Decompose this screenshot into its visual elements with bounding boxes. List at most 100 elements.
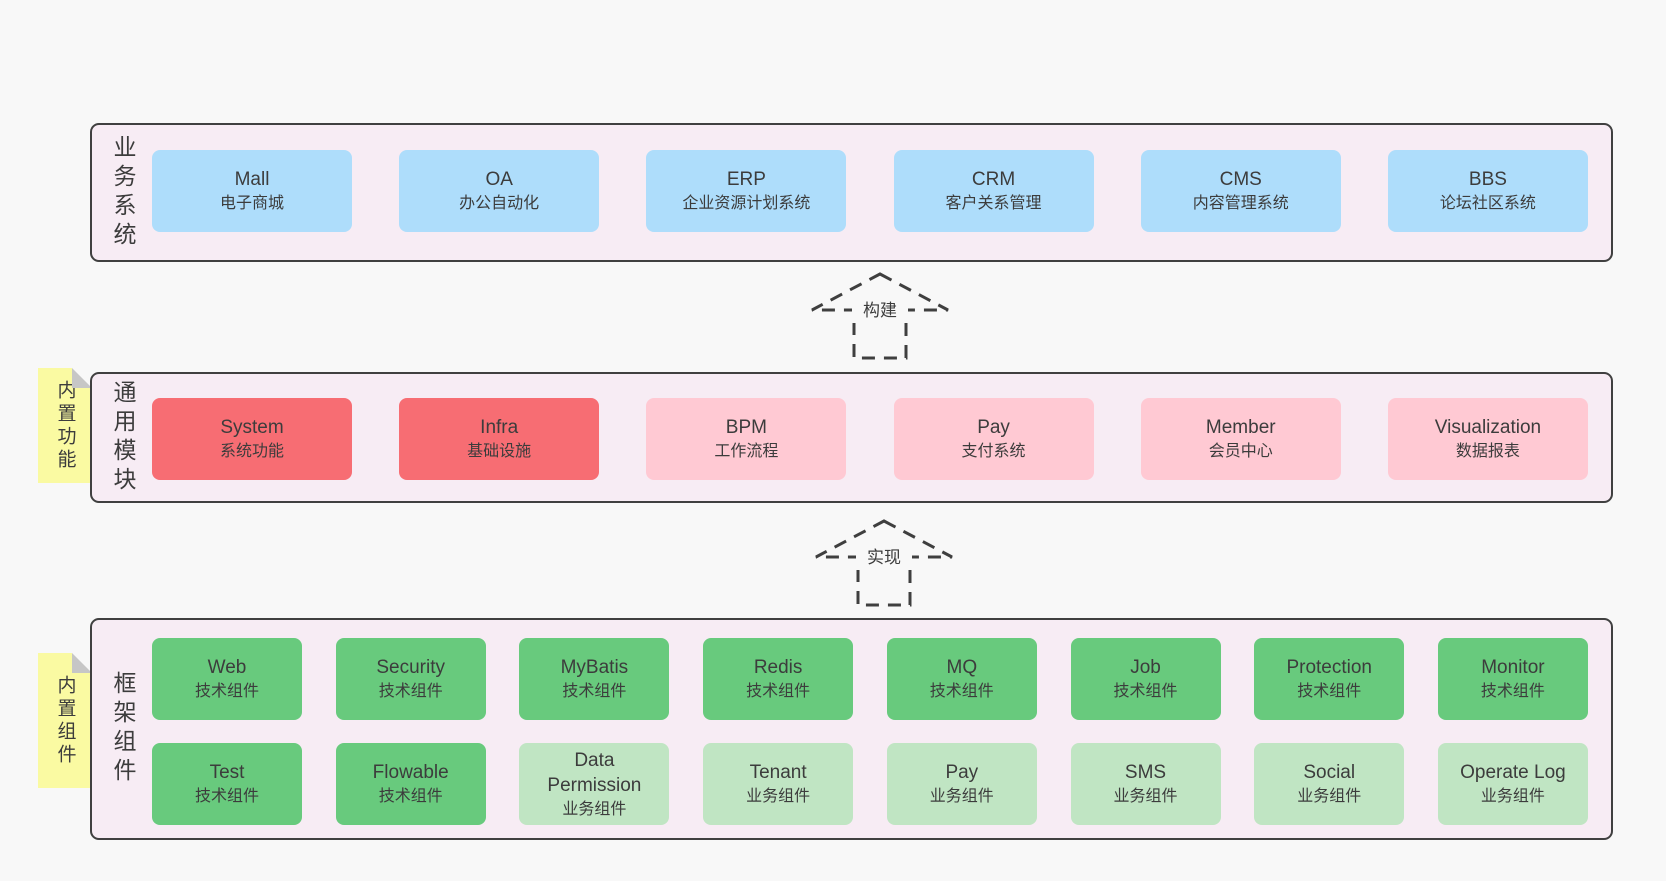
box-data-permission: Data Permission 业务组件 xyxy=(519,743,670,825)
box-subtitle: 客户关系管理 xyxy=(945,195,1042,213)
box-subtitle: 论坛社区系统 xyxy=(1439,195,1536,213)
box-title: Visualization xyxy=(1434,417,1542,439)
box-subtitle: 技术组件 xyxy=(1480,683,1545,701)
box-subtitle: 支付系统 xyxy=(961,443,1026,461)
box-subtitle: 技术组件 xyxy=(746,683,811,701)
panel-label-framework-components: 框架组件 xyxy=(110,671,136,787)
box-subtitle: 技术组件 xyxy=(1113,683,1178,701)
box-cms: CMS 内容管理系统 xyxy=(1140,150,1341,232)
sticky-note-text: 内置功能 xyxy=(54,379,76,472)
box-pay-component: Pay 业务组件 xyxy=(886,743,1037,825)
box-subtitle: 电子商城 xyxy=(219,195,284,213)
box-title: Mall xyxy=(234,169,270,191)
box-title: BBS xyxy=(1468,169,1507,191)
sticky-note-text: 内置组件 xyxy=(54,674,76,767)
box-subtitle: 技术组件 xyxy=(562,683,627,701)
box-title: MQ xyxy=(946,657,978,679)
common-modules-row: System 系统功能 Infra 基础设施 BPM 工作流程 Pay 支付系统… xyxy=(152,398,1588,480)
folded-corner-icon xyxy=(72,368,92,388)
box-subtitle: 业务组件 xyxy=(929,788,994,806)
box-monitor: Monitor 技术组件 xyxy=(1437,638,1588,720)
box-title: Infra xyxy=(480,417,519,439)
arrow-implement-label-bg xyxy=(856,542,912,570)
box-title: CRM xyxy=(971,169,1016,191)
box-title: Pay xyxy=(945,762,979,784)
box-tenant: Tenant 业务组件 xyxy=(703,743,854,825)
box-subtitle: 技术组件 xyxy=(1297,683,1362,701)
box-mybatis: MyBatis 技术组件 xyxy=(519,638,670,720)
box-title: Protection xyxy=(1286,657,1372,679)
box-subtitle: 系统功能 xyxy=(219,443,284,461)
box-web: Web 技术组件 xyxy=(152,638,302,720)
arrow-build-label-bg xyxy=(852,295,908,323)
framework-components-row-2: Test 技术组件 Flowable 技术组件 Data Permission … xyxy=(152,743,1588,825)
box-erp: ERP 企业资源计划系统 xyxy=(646,150,847,232)
box-pay-system: Pay 支付系统 xyxy=(893,398,1094,480)
box-social: Social 业务组件 xyxy=(1254,743,1405,825)
box-title: Tenant xyxy=(749,762,807,784)
panel-business-systems: 业务系统 Mall 电子商城 OA 办公自动化 ERP 企业资源计划系统 CRM… xyxy=(90,123,1613,262)
box-subtitle: 业务组件 xyxy=(1113,788,1178,806)
box-title: CMS xyxy=(1219,169,1262,191)
panel-framework-components: 框架组件 Web 技术组件 Security 技术组件 MyBatis 技术组件… xyxy=(90,618,1613,840)
folded-corner-icon xyxy=(72,653,92,673)
box-subtitle: 会员中心 xyxy=(1208,443,1273,461)
box-subtitle: 数据报表 xyxy=(1455,443,1520,461)
arrow-implement-icon: 实现 xyxy=(815,519,953,607)
box-job: Job 技术组件 xyxy=(1070,638,1221,720)
box-visualization: Visualization 数据报表 xyxy=(1387,398,1588,480)
box-title: SMS xyxy=(1124,762,1167,784)
box-title: Security xyxy=(376,657,446,679)
box-bbs: BBS 论坛社区系统 xyxy=(1387,150,1588,232)
box-subtitle: 技术组件 xyxy=(378,683,443,701)
box-subtitle: 内容管理系统 xyxy=(1192,195,1289,213)
box-subtitle: 技术组件 xyxy=(194,788,259,806)
box-bpm: BPM 工作流程 xyxy=(646,398,847,480)
box-test: Test 技术组件 xyxy=(152,743,302,825)
box-subtitle: 工作流程 xyxy=(714,443,779,461)
box-subtitle: 技术组件 xyxy=(378,788,443,806)
panel-label-business-systems: 业务系统 xyxy=(110,134,136,251)
box-title: Flowable xyxy=(372,762,449,784)
box-title: Social xyxy=(1303,762,1356,784)
box-sms: SMS 业务组件 xyxy=(1070,743,1221,825)
box-subtitle: 业务组件 xyxy=(1297,788,1362,806)
box-title: Member xyxy=(1205,417,1276,439)
box-system: System 系统功能 xyxy=(152,398,352,480)
box-title: ERP xyxy=(726,169,766,191)
box-subtitle: 技术组件 xyxy=(929,683,994,701)
box-title: Data Permission xyxy=(547,749,642,797)
box-mall: Mall 电子商城 xyxy=(152,150,352,232)
box-subtitle: 业务组件 xyxy=(562,800,627,818)
framework-components-row-1: Web 技术组件 Security 技术组件 MyBatis 技术组件 Redi… xyxy=(152,638,1588,720)
box-title: Test xyxy=(209,762,245,784)
box-crm: CRM 客户关系管理 xyxy=(893,150,1094,232)
panel-common-modules: 通用模块 System 系统功能 Infra 基础设施 BPM 工作流程 Pay… xyxy=(90,372,1613,503)
arrow-implement-label: 实现 xyxy=(867,548,901,567)
box-subtitle: 基础设施 xyxy=(467,443,532,461)
box-security: Security 技术组件 xyxy=(335,638,486,720)
box-operate-log: Operate Log 业务组件 xyxy=(1437,743,1588,825)
box-subtitle: 企业资源计划系统 xyxy=(682,195,811,213)
box-title: OA xyxy=(485,169,513,191)
arrow-build-icon: 构建 xyxy=(811,272,949,360)
box-infra: Infra 基础设施 xyxy=(399,398,600,480)
box-title: Job xyxy=(1130,657,1161,679)
box-subtitle: 业务组件 xyxy=(1480,788,1545,806)
box-title: Web xyxy=(207,657,247,679)
box-title: MyBatis xyxy=(560,657,629,679)
sticky-note-builtin-components: 内置组件 xyxy=(38,653,92,788)
box-subtitle: 业务组件 xyxy=(746,788,811,806)
box-title: Operate Log xyxy=(1460,762,1566,784)
box-flowable: Flowable 技术组件 xyxy=(335,743,486,825)
business-systems-row: Mall 电子商城 OA 办公自动化 ERP 企业资源计划系统 CRM 客户关系… xyxy=(152,150,1588,232)
arrow-build-label: 构建 xyxy=(863,301,897,320)
box-title: Redis xyxy=(753,657,803,679)
box-title: Monitor xyxy=(1481,657,1545,679)
box-subtitle: 技术组件 xyxy=(194,683,259,701)
sticky-note-builtin-features: 内置功能 xyxy=(38,368,92,483)
box-title: Pay xyxy=(977,417,1010,439)
box-title: System xyxy=(220,417,284,439)
box-mq: MQ 技术组件 xyxy=(886,638,1037,720)
